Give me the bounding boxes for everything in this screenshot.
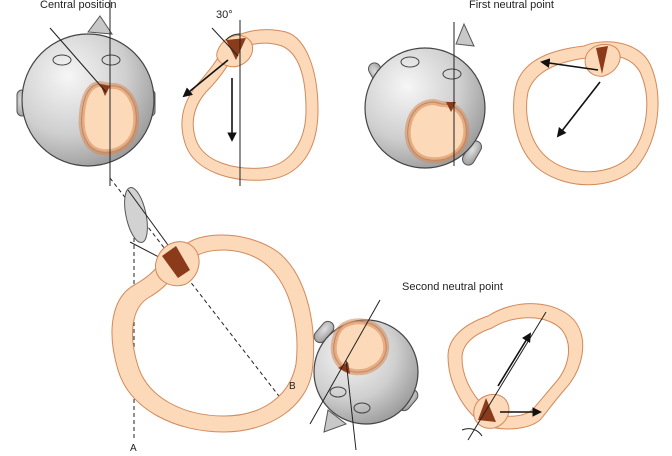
central-canal-group <box>181 20 319 186</box>
first-arrow-down <box>556 81 601 138</box>
first-nose-icon <box>455 22 475 47</box>
angle-arc <box>225 33 241 41</box>
central-left-eye <box>52 54 72 66</box>
central-cupula <box>226 38 246 60</box>
label-first-neutral-point: First neutral point <box>469 0 554 11</box>
central-head-canal <box>78 80 140 156</box>
second-guide-2 <box>345 359 357 451</box>
second-arrow-up <box>497 332 532 387</box>
label-axis-b: B <box>289 381 296 392</box>
second-left-eye <box>329 386 347 398</box>
first-canal <box>513 41 659 186</box>
first-cupula <box>596 46 608 74</box>
central-head-group <box>16 15 156 167</box>
central-right-eye <box>101 54 121 66</box>
central-canal-tilt <box>211 27 239 57</box>
second-guide-1 <box>309 299 381 425</box>
otolith-ellipse <box>124 187 148 243</box>
first-canal-group <box>513 41 659 186</box>
first-left-eye <box>400 56 420 68</box>
label-second-neutral-point: Second neutral point <box>402 281 503 293</box>
second-canal-diagonal <box>467 311 547 441</box>
central-nose-icon <box>87 15 113 35</box>
first-right-eye <box>442 68 462 80</box>
central-sight-line <box>49 27 107 93</box>
second-right-eye <box>353 402 371 414</box>
label-axis-a: A <box>130 443 137 454</box>
second-angle-arc <box>461 428 483 437</box>
axis-b-line <box>109 177 283 401</box>
second-canal <box>447 303 584 430</box>
second-canal-group <box>447 303 584 441</box>
first-head-group <box>364 22 486 169</box>
central-arrow-left <box>182 59 229 98</box>
first-arrow-left <box>540 58 599 71</box>
main-canal-group <box>109 177 315 440</box>
main-cupula <box>162 246 190 278</box>
main-canal <box>111 234 315 433</box>
second-nose-icon <box>323 409 348 433</box>
central-canal <box>181 29 319 181</box>
label-central-position: Central position <box>40 0 117 11</box>
central-head-cupula <box>100 84 110 96</box>
second-head-group <box>309 299 419 451</box>
label-angle: 30° <box>216 9 233 21</box>
